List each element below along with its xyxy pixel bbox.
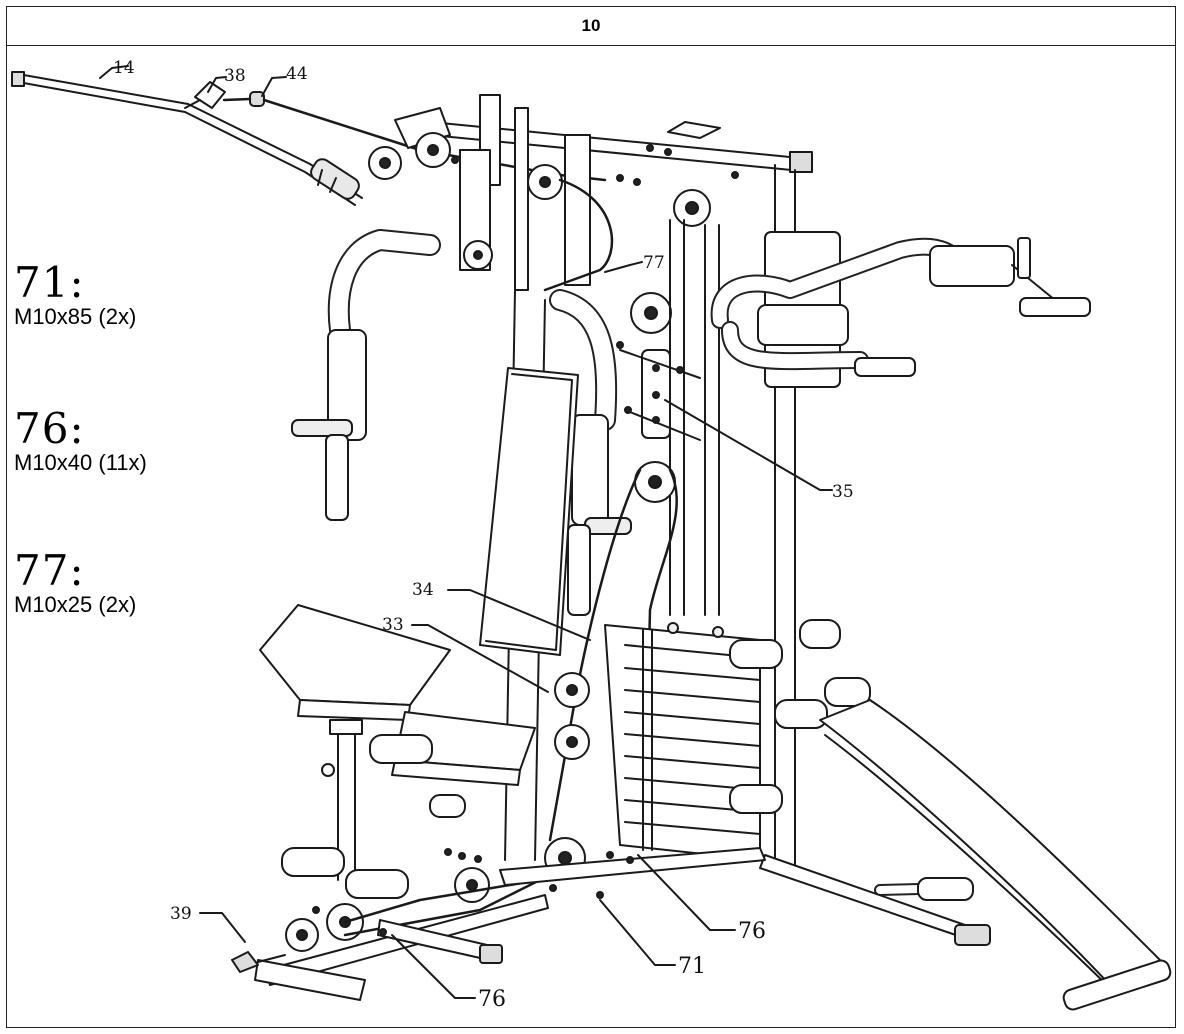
callout-label: 76 (738, 919, 766, 944)
pulley (415, 132, 451, 168)
step-header: 10 (7, 7, 1175, 46)
pulley (634, 461, 676, 503)
callout-14: 14 (99, 58, 135, 79)
callout-34: 34 (412, 580, 591, 641)
callout-label: 34 (412, 580, 434, 600)
callout-38: 38 (207, 66, 246, 93)
back-pad (479, 367, 579, 656)
callout-39: 39 (170, 904, 246, 943)
callout-76-left: 76 (391, 934, 506, 1012)
callout-44: 44 (261, 64, 308, 97)
pulley (527, 164, 563, 200)
spec-71: 71: M10x85 (2x) (14, 262, 136, 330)
step-number: 10 (581, 16, 601, 35)
callout-label: 39 (170, 904, 192, 924)
home-gym-assembly-drawing: 14 38 44 77 35 34 33 39 76 71 76 (11, 58, 1172, 1012)
callout-33: 33 (382, 615, 549, 693)
spec-size: M10x25 (2x) (14, 592, 137, 617)
callout-label: 14 (113, 58, 135, 78)
callout-35: 35 (664, 399, 854, 502)
callout-label: 76 (478, 987, 506, 1012)
roller-pad (729, 784, 783, 814)
callout-label: 33 (382, 615, 404, 635)
pulley (630, 292, 672, 334)
cable-stopper (249, 91, 265, 107)
pulley-bracket (619, 349, 701, 441)
callout-71: 71 (599, 899, 706, 979)
spec-77: 77: M10x25 (2x) (14, 550, 136, 618)
bolt-set (451, 144, 739, 186)
top-bracket (394, 107, 591, 286)
bolt-set (312, 341, 684, 936)
pulley (463, 240, 493, 270)
pulley (554, 672, 590, 708)
spec-size: M10x40 (11x) (14, 450, 147, 475)
lat-bar-clip (184, 81, 226, 109)
callout-label: 77 (643, 253, 665, 273)
pulley (454, 867, 490, 903)
roller-pad (774, 699, 828, 729)
pulley (673, 189, 711, 227)
callout-label: 44 (286, 64, 308, 84)
callout-76-right: 76 (637, 854, 766, 944)
instruction-panel: 10 (6, 6, 1176, 1028)
spec-code: 77: (14, 546, 85, 595)
roller-pad (799, 619, 841, 649)
pulley (554, 724, 590, 760)
spec-code: 71: (14, 258, 85, 307)
pec-deck (710, 231, 1091, 388)
pulley (368, 146, 402, 180)
bench-support (874, 877, 974, 901)
callout-77: 77 (604, 253, 665, 273)
leg-roller (281, 734, 466, 899)
ankle-hook (231, 951, 286, 973)
callout-label: 71 (678, 954, 706, 979)
press-arm (291, 229, 632, 616)
preacher-pad (259, 604, 451, 721)
press-cable (543, 178, 614, 292)
lat-bar (11, 71, 363, 206)
callout-label: 38 (224, 66, 246, 86)
roller-pad (729, 639, 783, 669)
pulley (285, 918, 319, 952)
callout-label: 35 (832, 482, 854, 502)
ab-bench (819, 699, 1172, 1011)
base-frame (254, 847, 991, 1001)
spec-76: 76: M10x40 (11x) (14, 408, 147, 476)
spec-code: 76: (14, 404, 85, 453)
spec-size: M10x85 (2x) (14, 304, 137, 329)
roller-pad (824, 677, 871, 707)
